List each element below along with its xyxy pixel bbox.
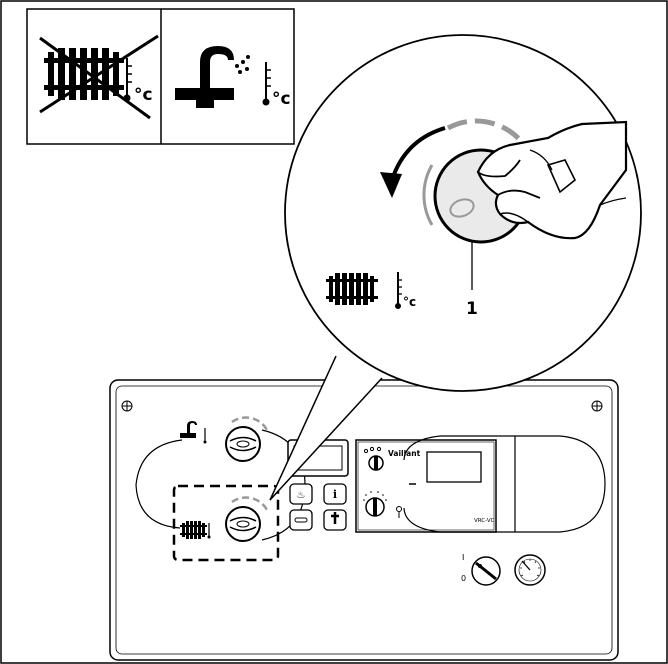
night-setback-icon <box>396 506 402 518</box>
switch-off-label: 0 <box>461 574 466 583</box>
heating-knob[interactable] <box>225 496 270 542</box>
magnified-view: 1 °c <box>284 34 642 392</box>
degree-c-label-small: °c <box>403 295 416 309</box>
plus-button[interactable] <box>323 509 347 531</box>
radiator-small-icon <box>180 521 211 539</box>
main-switch[interactable] <box>471 556 501 586</box>
hand-illustration <box>476 120 628 240</box>
degree-c-label: °c <box>272 89 291 109</box>
program-dial[interactable] <box>363 446 384 471</box>
svg-text:i: i <box>333 488 337 501</box>
thermometer-icon: °c <box>395 272 416 309</box>
thermometer-icon: °c <box>262 62 291 109</box>
degree-c-label: °c <box>134 85 153 105</box>
radiator-icon <box>326 273 378 305</box>
controller-display <box>426 451 482 483</box>
minus-button[interactable] <box>289 509 313 531</box>
callout-number: 1 <box>466 299 478 319</box>
highlight-box <box>172 484 280 562</box>
tap-small-icon <box>180 421 207 444</box>
hot-water-knob[interactable] <box>225 416 270 462</box>
brand-label: Vaillant <box>388 449 421 458</box>
temperature-dial[interactable] <box>363 491 387 517</box>
pressure-gauge <box>514 554 546 586</box>
screw-icon <box>121 400 133 412</box>
switch-on-label: I <box>462 553 464 562</box>
rotate-left-arrow <box>390 126 446 181</box>
screw-icon <box>591 400 603 412</box>
callout-connector <box>270 356 382 500</box>
control-panel: ♨ i Vaillant <box>109 379 619 661</box>
service-button[interactable]: ♨ <box>289 483 313 505</box>
controller-model-label: VRC-VC <box>474 518 495 524</box>
info-button[interactable]: i <box>323 483 347 505</box>
radiator-crossed-icon <box>39 34 159 120</box>
mode-legend: °c °c <box>26 8 295 145</box>
svg-text:♨: ♨ <box>297 490 306 501</box>
thermometer-icon: °c <box>123 58 153 105</box>
tap-icon <box>175 46 250 108</box>
